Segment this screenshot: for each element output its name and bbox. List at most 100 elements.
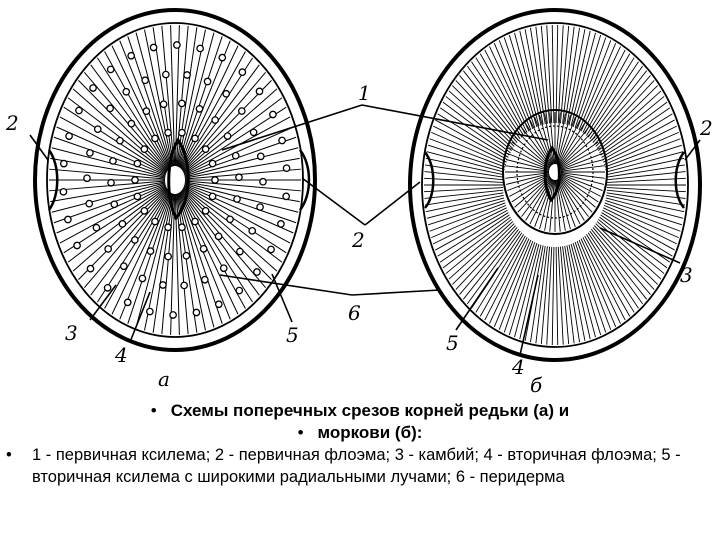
radish-ray (51, 147, 166, 178)
radish-ray (135, 193, 173, 328)
radish-ray (182, 187, 278, 272)
carrot-ray (584, 53, 631, 135)
radish-ray (152, 27, 174, 167)
carrot-inner-ray (559, 176, 596, 208)
radish-ray (184, 181, 300, 203)
carrot-inner-ray (505, 172, 550, 179)
radish-ray (180, 191, 246, 309)
carrot-ray (604, 202, 681, 232)
carrot-inner-ray (557, 119, 581, 166)
carrot-ray (429, 138, 506, 168)
carrot-ray (546, 25, 553, 124)
carrot-ray (493, 239, 532, 327)
carrot-ray (586, 57, 635, 136)
carrot-ray (599, 101, 668, 154)
carrot-inner-ray (558, 178, 585, 221)
carrot-ray (606, 187, 686, 193)
carrot-ray (606, 194, 685, 213)
carrot-ray (489, 238, 530, 324)
carrot-ray (589, 230, 644, 305)
radish-vessel (127, 51, 136, 60)
radish-ray (59, 116, 167, 175)
carrot-ray (603, 204, 679, 239)
carrot-ray (426, 197, 505, 219)
carrot-ray (605, 151, 684, 173)
radish-vessel (238, 68, 247, 76)
radish-ray (104, 191, 170, 309)
carrot-ray (586, 234, 635, 313)
carrot-inner-ray (505, 173, 550, 185)
radish-ray (152, 193, 174, 333)
radish-vessel (282, 192, 291, 201)
radish-vessels (59, 41, 291, 319)
radish-phloem-left (47, 149, 59, 211)
radish-vessel (164, 223, 172, 232)
carrot-ray (489, 46, 530, 132)
carrot-ray (555, 246, 559, 345)
radish-vessel (122, 87, 131, 96)
carrot-phloem-left (423, 151, 435, 209)
radish-vessel (107, 178, 115, 187)
carrot-inner-ray (559, 136, 596, 168)
carrot-ray (424, 187, 504, 193)
label-5-right: 5 (446, 331, 459, 355)
radish-vessel (110, 200, 119, 209)
carrot-ray (574, 242, 607, 333)
carrot-ray (429, 202, 506, 232)
carrot-ray (437, 212, 509, 257)
carrot-inner-ray (560, 165, 605, 172)
carrot-ray (424, 164, 504, 178)
radish-vessel (191, 217, 199, 226)
radish-vessel (223, 132, 232, 140)
radish-ray (67, 97, 167, 173)
radish-vessel (214, 300, 223, 309)
carrot-ray (592, 227, 651, 295)
radish-vessel (201, 207, 210, 215)
radish-ray (181, 72, 267, 171)
carrot-ray (598, 96, 665, 152)
carrot-inner-ray (560, 174, 603, 191)
radish-ray (181, 190, 260, 296)
radish-vessel (140, 207, 149, 215)
carrot-inner-ray (507, 174, 550, 191)
radish-vessel (253, 268, 261, 276)
radish-vessel (277, 220, 285, 228)
radish-ray (104, 51, 170, 169)
radish-ray (184, 182, 299, 213)
carrot-ray (602, 209, 675, 251)
carrot-periderm (408, 8, 702, 362)
carrot-inner-ray (509, 174, 550, 197)
carrot-ray (424, 192, 504, 206)
radish-vessel (196, 44, 204, 53)
carrot-inner-ray (505, 159, 550, 171)
carrot-ray (475, 57, 524, 136)
radish-ray (72, 88, 168, 173)
carrot-ray (424, 177, 504, 183)
carrot-ray (606, 192, 686, 206)
radish-ray (184, 184, 294, 234)
radish-vessel (255, 87, 264, 96)
carrot-inner-ray (544, 179, 555, 231)
radish-ray (144, 29, 174, 167)
carrot-ray (578, 239, 617, 327)
radish-vessel (177, 99, 186, 108)
carrot-ray (540, 246, 551, 345)
carrot-ray (605, 144, 683, 171)
radish-vessel (123, 298, 132, 307)
radish-vessel (104, 245, 113, 253)
carrot-inner-ray (560, 174, 601, 197)
carrot-ray (568, 30, 591, 126)
carrot-ray (587, 232, 639, 309)
caption-legend-text: 1 - первичная ксилема; 2 - первичная фло… (32, 446, 681, 486)
carrot-ray (530, 245, 546, 343)
carrot-ray (442, 216, 511, 269)
carrot-ray (466, 230, 521, 305)
radish-ray (183, 106, 287, 174)
carrot-ray (606, 157, 685, 176)
radish-vessel (103, 284, 112, 292)
carrot-ray (562, 26, 575, 124)
label-4-right: 4 (511, 355, 525, 379)
radish-ray (180, 57, 253, 170)
radish-vessel (211, 116, 220, 124)
radish-vessel (118, 220, 127, 228)
